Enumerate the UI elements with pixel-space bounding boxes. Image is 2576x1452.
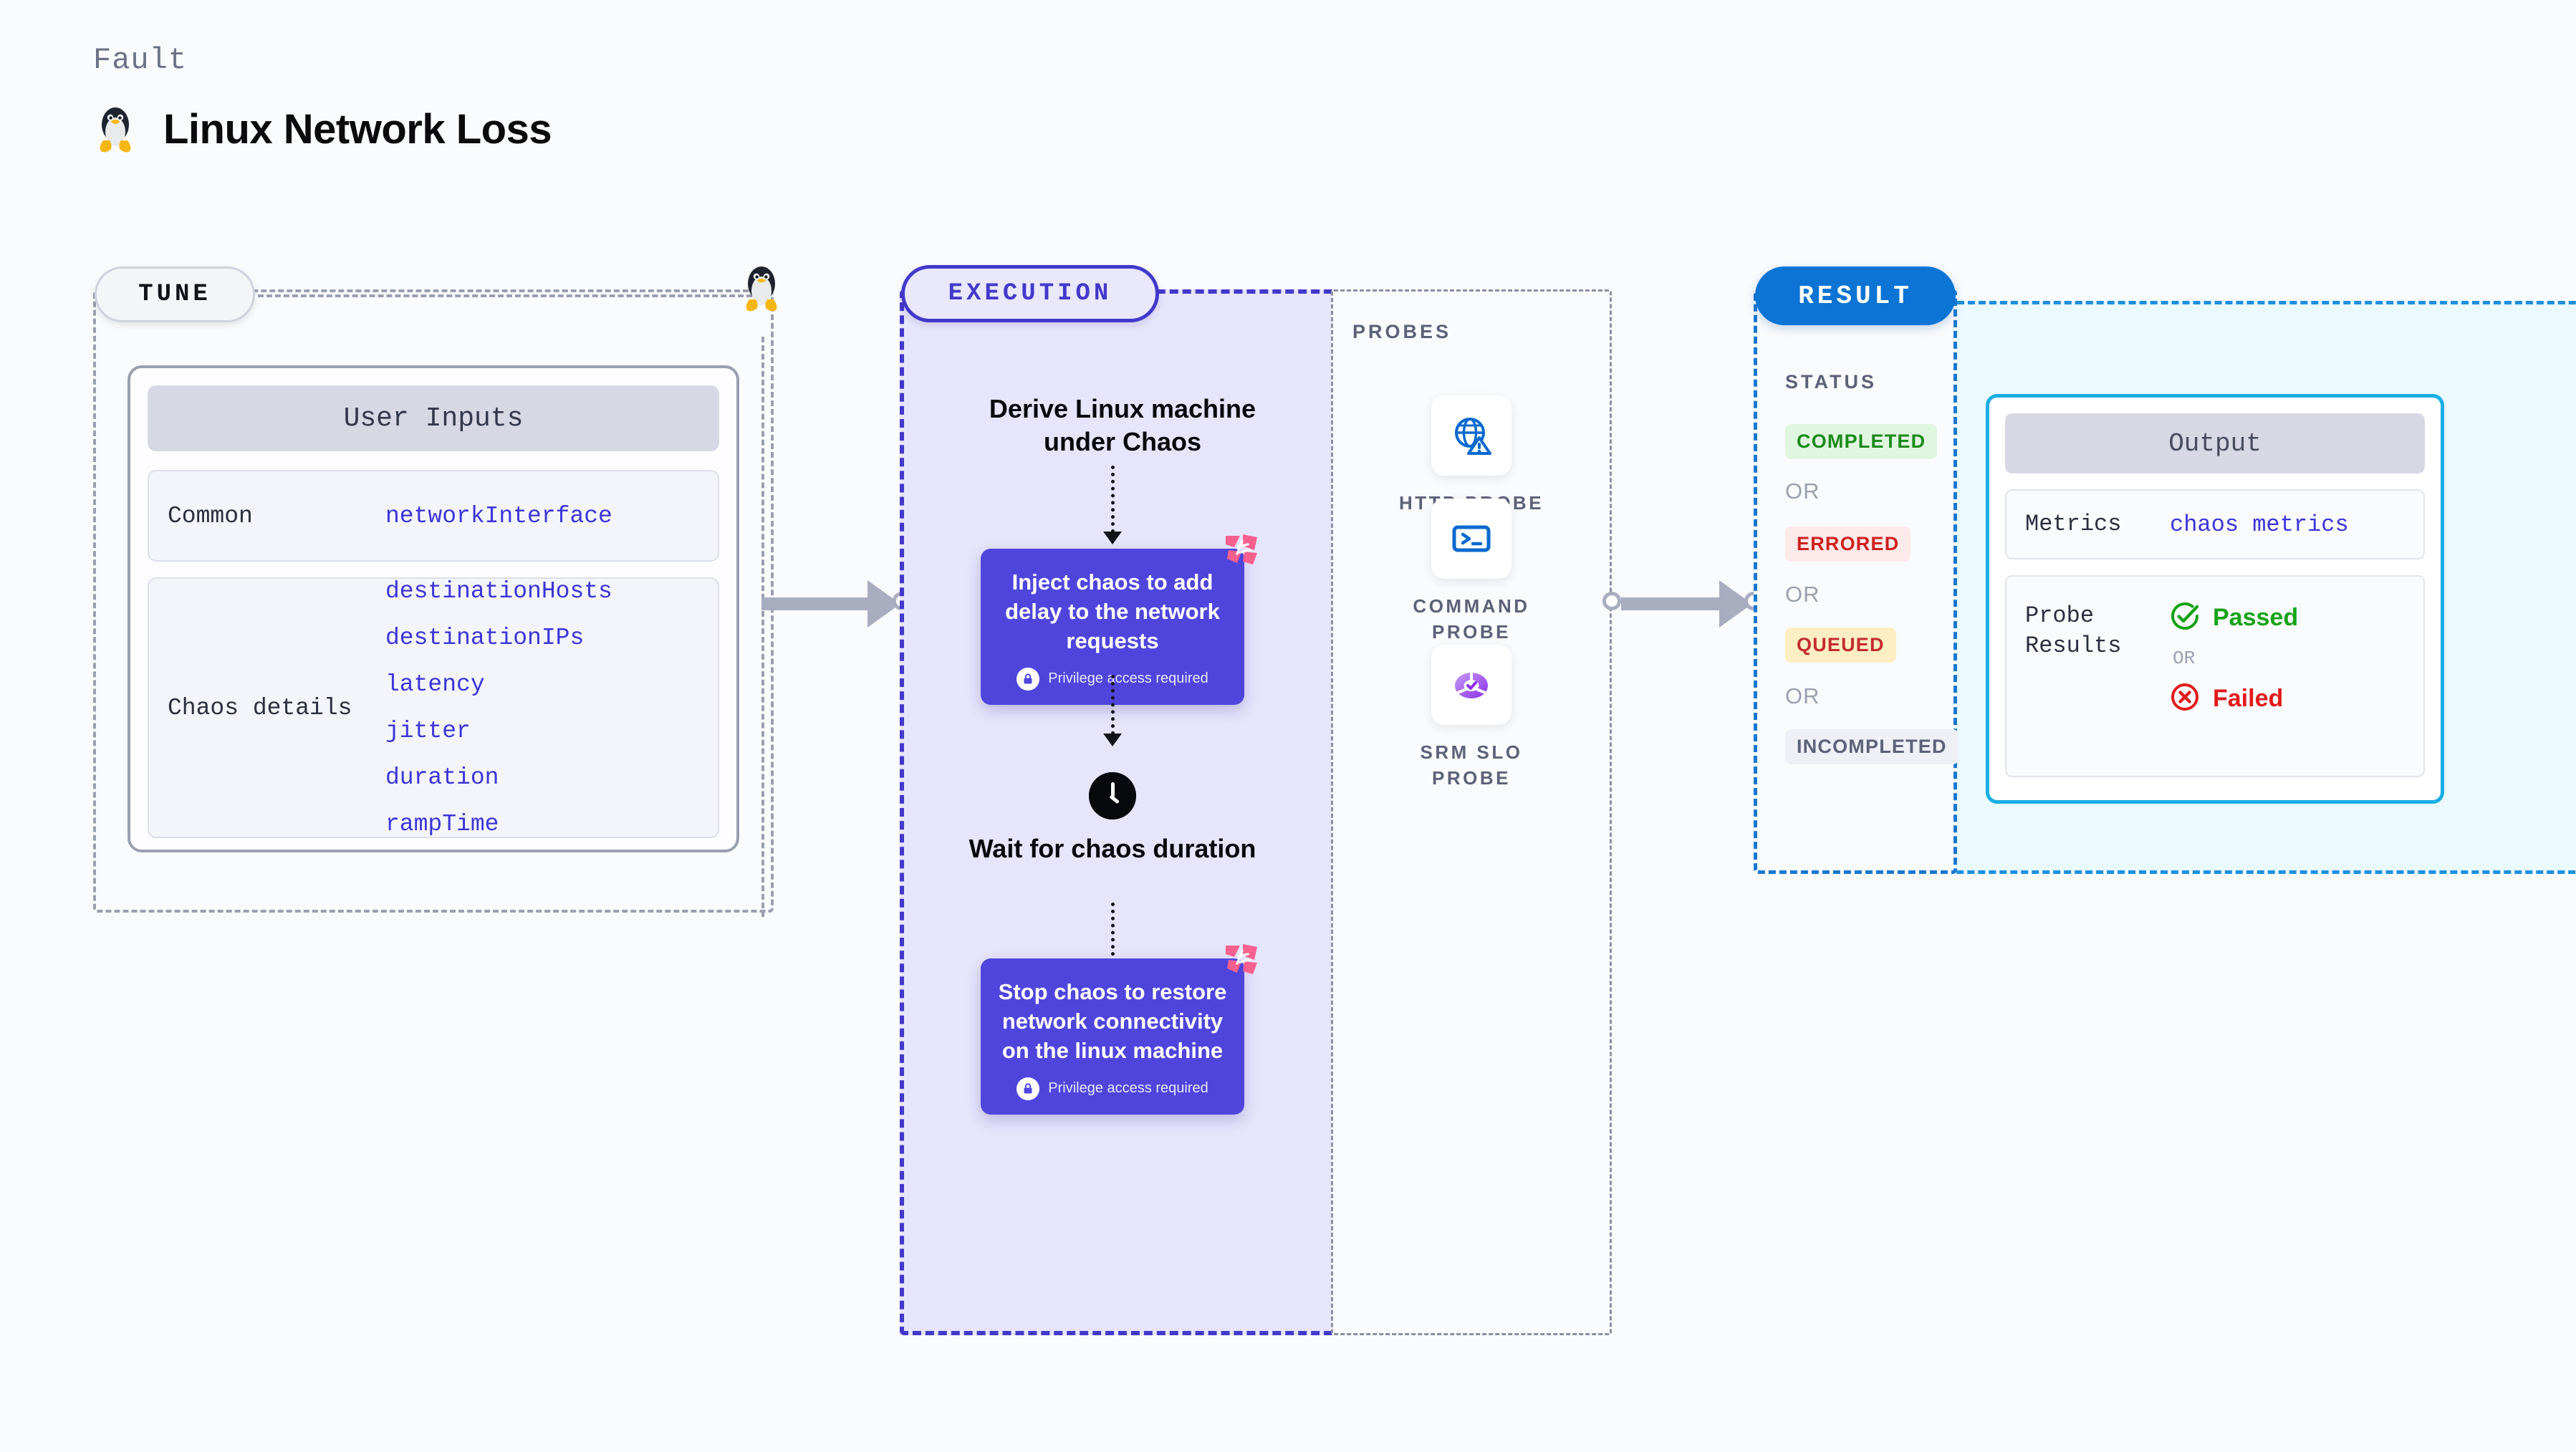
probe-name-command: COMMAND PROBE <box>1413 595 1530 643</box>
linux-penguin-icon-connector <box>739 262 784 314</box>
probe-http[interactable]: HTTP PROBE <box>1331 395 1612 516</box>
status-label: STATUS <box>1785 371 1877 393</box>
tune-row-common: Common networkInterface <box>148 470 719 562</box>
lock-icon <box>1017 667 1040 691</box>
status-or-3: OR <box>1785 683 1820 708</box>
user-inputs-title: User Inputs <box>148 385 719 451</box>
globe-warning-icon <box>1431 395 1512 476</box>
x-circle-icon <box>2170 682 2200 716</box>
privilege-notice-inject: Privilege access required <box>1017 667 1208 691</box>
status-badge-incompleted: INCOMPLETED <box>1785 729 1959 764</box>
exec-arrow-1 <box>1103 466 1122 544</box>
tune-connector-horizontal <box>258 294 752 297</box>
row-values-common: networkInterface <box>385 503 612 529</box>
output-metrics-label: Metrics <box>2025 511 2122 538</box>
page-title: Linux Network Loss <box>163 105 552 153</box>
output-title: Output <box>2005 413 2425 473</box>
status-badge-errored: ERRORED <box>1785 527 1911 562</box>
output-probe-results-row: Probe Results Passed OR <box>2005 575 2425 777</box>
exec-chaos-box-inject[interactable]: Inject chaos to add delay to the network… <box>981 534 1257 705</box>
status-badge-completed: COMPLETED <box>1785 424 1938 459</box>
terminal-icon <box>1431 499 1512 579</box>
linux-penguin-icon <box>93 103 138 155</box>
param-latency[interactable]: latency <box>385 671 485 698</box>
privilege-label-inject: Privilege access required <box>1048 670 1208 687</box>
exec-arrow-2 <box>1103 675 1122 746</box>
param-networkinterface[interactable]: networkInterface <box>385 502 612 529</box>
harness-logo-icon <box>1221 940 1260 982</box>
page-header: Fault Linux Network Loss <box>93 43 552 155</box>
clock-icon <box>1089 772 1136 819</box>
tune-row-chaos-details: Chaos details destinationHosts destinati… <box>148 577 719 838</box>
exec-chaos-text-stop: Stop chaos to restore network connectivi… <box>998 979 1227 1064</box>
output-metrics-row: Metrics chaos metrics <box>2005 489 2425 559</box>
fault-kicker: Fault <box>93 43 188 77</box>
param-duration[interactable]: duration <box>385 764 499 791</box>
privilege-notice-stop: Privilege access required <box>1017 1077 1208 1100</box>
probe-result-passed: Passed <box>2170 601 2298 635</box>
user-inputs-card: User Inputs Common networkInterface Chao… <box>128 365 739 852</box>
exec-chaos-text-inject: Inject chaos to add delay to the network… <box>1005 569 1220 654</box>
slo-donut-check-icon <box>1431 645 1512 725</box>
execution-tag[interactable]: EXECUTION <box>901 265 1159 322</box>
output-metrics-value[interactable]: chaos metrics <box>2170 511 2349 538</box>
status-badge-queued: QUEUED <box>1785 628 1896 663</box>
probe-name-srm-slo: SRM SLO PROBE <box>1420 741 1523 789</box>
probe-result-failed: Failed <box>2170 682 2298 716</box>
output-probe-results-label: Probe Results <box>2007 601 2170 660</box>
row-label-common: Common <box>168 502 253 529</box>
probe-srm-slo[interactable]: SRM SLO PROBE <box>1331 645 1612 792</box>
exec-step-wait-title: Wait for chaos duration <box>969 834 1256 863</box>
param-destinationips[interactable]: destinationIPs <box>385 625 585 651</box>
param-jitter[interactable]: jitter <box>385 718 471 744</box>
probe-result-failed-text: Failed <box>2213 685 2284 712</box>
probe-result-passed-text: Passed <box>2213 604 2299 631</box>
probe-command[interactable]: COMMAND PROBE <box>1331 499 1612 645</box>
probe-results-label-line: Probe Results <box>2025 602 2122 659</box>
probe-result-or: OR <box>2173 648 2196 669</box>
check-circle-icon <box>2170 601 2200 635</box>
lock-icon <box>1017 1077 1040 1100</box>
result-tag[interactable]: RESULT <box>1755 266 1956 325</box>
tune-tag[interactable]: TUNE <box>95 266 255 322</box>
result-panel <box>1754 289 1957 874</box>
row-label-chaos-details: Chaos details <box>168 694 352 721</box>
probes-label: PROBES <box>1352 321 1452 342</box>
title-row: Linux Network Loss <box>93 103 552 155</box>
privilege-label-stop: Privilege access required <box>1048 1080 1208 1097</box>
row-values-chaos-details: destinationHosts destinationIPs latency … <box>385 578 612 837</box>
probe-results-values: Passed OR Failed <box>2170 601 2298 716</box>
exec-step-derive-title: Derive Linux machine under Chaos <box>989 394 1256 457</box>
exec-chaos-box-stop[interactable]: Stop chaos to restore network connectivi… <box>981 944 1257 1115</box>
status-or-1: OR <box>1785 479 1820 504</box>
status-or-2: OR <box>1785 582 1820 607</box>
tune-connector-vertical <box>761 337 764 917</box>
output-card: Output Metrics chaos metrics Probe Resul… <box>1986 394 2444 804</box>
param-destinationhosts[interactable]: destinationHosts <box>385 578 612 605</box>
harness-logo-icon <box>1221 530 1260 572</box>
param-ramptime[interactable]: rampTime <box>385 811 499 837</box>
